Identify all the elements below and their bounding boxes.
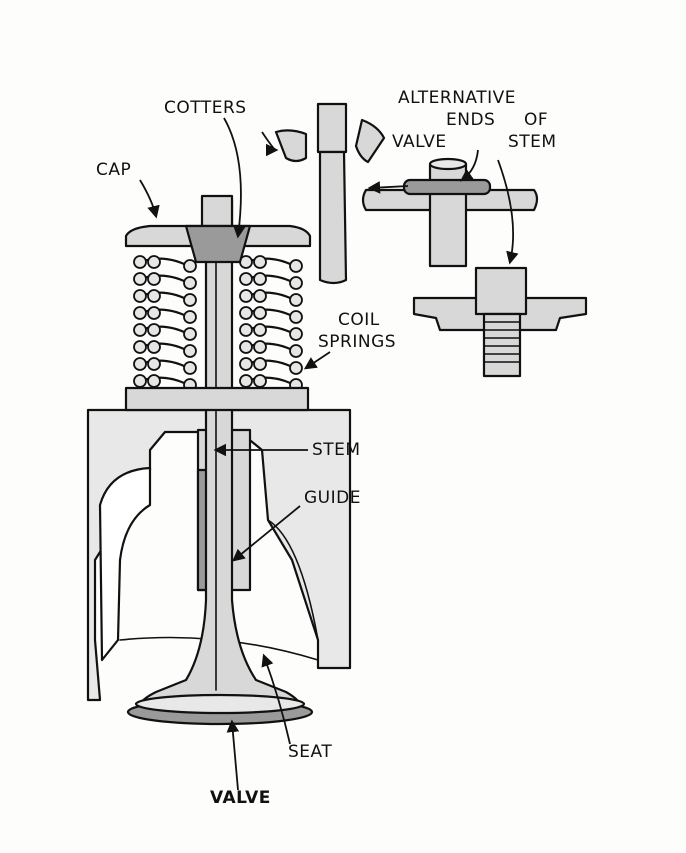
spring-wire-section [289, 293, 303, 307]
spring-wire-section [253, 340, 267, 354]
spring-wire-section [147, 323, 161, 337]
valve-stem-valve-label: VALVE [392, 132, 447, 152]
alternative-label: ALTERNATIVE [398, 88, 516, 108]
spring-wire-section [147, 289, 161, 303]
cap [124, 224, 312, 264]
spring-wire-section [183, 310, 197, 324]
cotters-label: COTTERS [164, 98, 247, 118]
valve-label: VALVE [210, 788, 271, 808]
spring-wire-section [289, 276, 303, 290]
cap-label: CAP [96, 160, 132, 180]
spring-wire-section [133, 289, 147, 303]
spring-wire-section [133, 374, 147, 388]
spring-wire-section [253, 374, 267, 388]
spring-wire-section [133, 357, 147, 371]
spring-wire-section [133, 272, 147, 286]
spring-wire-section [183, 259, 197, 273]
spring-wire-section [239, 306, 253, 320]
spring-wire-section [147, 340, 161, 354]
spring-wire-section [183, 293, 197, 307]
spring-wire-section [147, 357, 161, 371]
spring-wire-section [183, 344, 197, 358]
spring-wire-section [239, 340, 253, 354]
ends-label: ENDS [446, 110, 496, 130]
spring-wire-section [183, 327, 197, 341]
spring-wire-section [289, 361, 303, 375]
coil-label: COIL [338, 310, 380, 330]
spring-wire-section [253, 357, 267, 371]
spring-wire-section [239, 272, 253, 286]
spring-wire-section [133, 306, 147, 320]
spring-wire-section [289, 344, 303, 358]
spring-seat [124, 386, 310, 412]
spring-wire-section [253, 306, 267, 320]
spring-wire-section [289, 327, 303, 341]
spring-wire-section [289, 310, 303, 324]
spring-wire-section [147, 306, 161, 320]
spring-wire-section [289, 259, 303, 273]
spring-wire-section [239, 323, 253, 337]
leaders [139, 117, 519, 791]
spring-wire-section [183, 276, 197, 290]
stem-word-label: STEM [508, 132, 557, 152]
spring-wire-section [133, 255, 147, 269]
spring-wire-section [253, 272, 267, 286]
spring-wire-section [239, 357, 253, 371]
cotters-detail [274, 102, 386, 285]
spring-wire-section [253, 289, 267, 303]
spring-wire-section [239, 289, 253, 303]
springs-label: SPRINGS [318, 332, 397, 352]
spring-wire-section [253, 323, 267, 337]
spring-wire-section [253, 255, 267, 269]
spring-wire-section [133, 340, 147, 354]
stem-label: STEM [312, 440, 361, 460]
seat-label: SEAT [288, 742, 333, 762]
alt-end-nut [412, 266, 588, 378]
spring-wire-section [147, 374, 161, 388]
spring-wire-section [133, 323, 147, 337]
spring-wire-section [147, 255, 161, 269]
spring-wire-section [183, 361, 197, 375]
of-label: OF [524, 110, 549, 130]
spring-wire-section [239, 374, 253, 388]
coil-springs [133, 255, 303, 392]
guide-label: GUIDE [304, 488, 361, 508]
spring-wire-section [147, 272, 161, 286]
alt-end-pin [361, 157, 539, 268]
